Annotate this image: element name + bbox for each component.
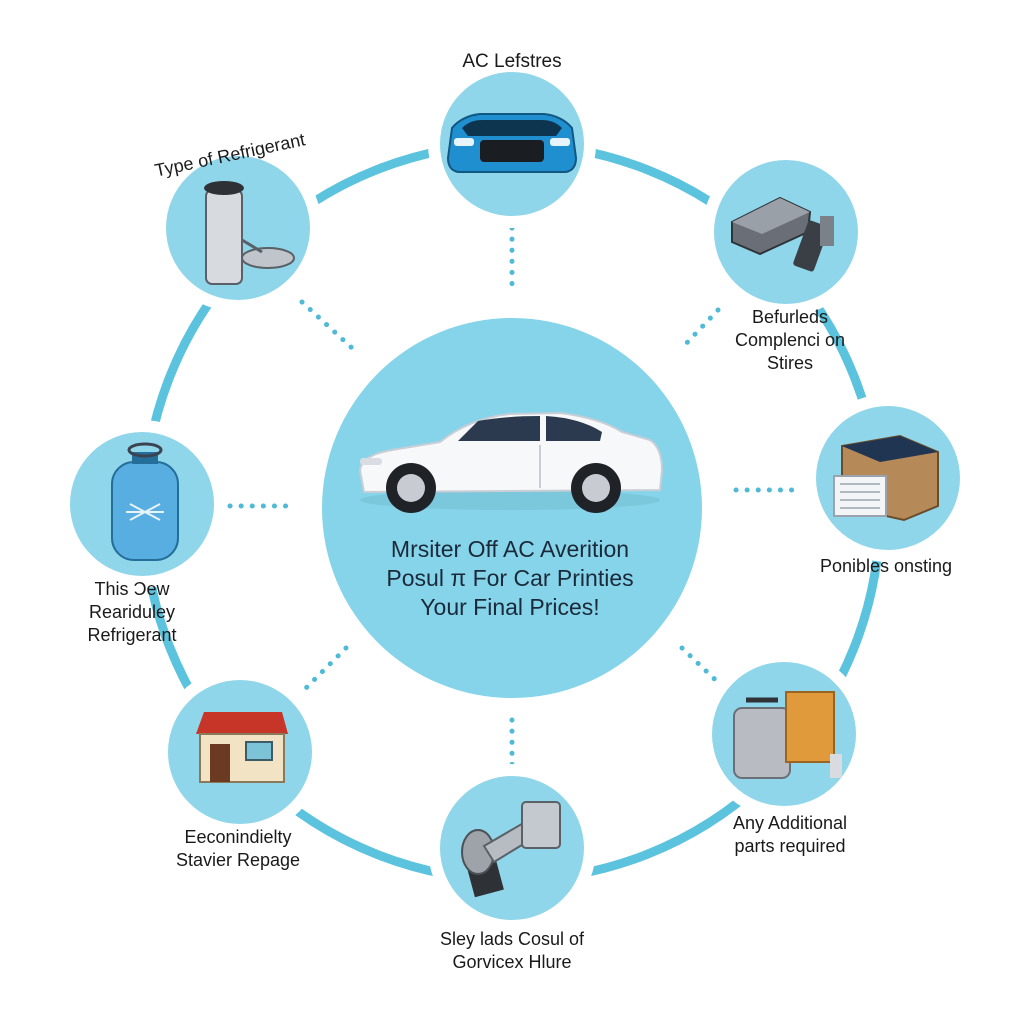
label-refrigerant-gas: This Ɔew Reariduleу Refrigerant (52, 578, 212, 647)
ac-compressor-icon (731, 196, 834, 272)
tank-and-box-icon (733, 691, 842, 779)
label-ac-lefstres: AC Lefstres (412, 50, 612, 73)
label-additional-parts-line-2: parts required (734, 836, 846, 856)
label-service-repage-line-1: Eeconindielty (184, 827, 292, 847)
parts-box-icon (833, 434, 939, 522)
label-refrigerant-gas-line-3: Refrigerant (87, 625, 177, 645)
connector-dots (227, 225, 799, 783)
label-ponibles: Ponibles onsting (786, 555, 986, 578)
center-line-3: Your Final Prices! (420, 594, 600, 620)
center-line-2: Posul π For Car Printies (386, 565, 634, 591)
label-befurleds-line-3: Stires (766, 353, 813, 373)
sedan-car-icon (358, 411, 664, 513)
label-ac-lefstres-line-1: AC Lefstres (462, 51, 562, 72)
refrigerant-gauge-icon (204, 181, 295, 285)
label-refrigerant-gas-line-1: This Ɔew (94, 579, 170, 599)
connector-bottom-right (679, 645, 729, 693)
gas-cylinder-icon (111, 442, 179, 561)
garage-building-icon (196, 712, 288, 783)
connector-top-left (299, 299, 355, 351)
center-line-1: Mrsiter Off AC Averition (390, 536, 630, 562)
blue-car-front-icon (446, 113, 578, 173)
label-service-repage: Eeconindielty Stavier Repage (138, 826, 338, 872)
label-service-hure-line-1: Sley lads Cosul of (439, 929, 585, 949)
label-befurleds: Befurleds Complenci on Stires (690, 306, 890, 375)
label-service-hure: Sley lads Cosul of Gorvicex Hlure (410, 928, 614, 974)
label-ponibles-line-1: Ponibles onsting (819, 556, 953, 576)
label-service-repage-line-2: Stavier Repage (175, 850, 301, 870)
pipe-fitting-icon (461, 801, 561, 898)
label-befurleds-line-1: Befurleds (751, 307, 829, 327)
label-service-hure-line-2: Gorvicex Hlure (452, 952, 572, 972)
label-befurleds-line-2: Complenci on (734, 330, 846, 350)
label-additional-parts: Any Additional parts required (690, 812, 890, 858)
connector-bottom-left (297, 645, 349, 697)
connector-top-right (677, 307, 721, 353)
center-caption: Mrsiter Off AC Averition Posul π For Car… (340, 535, 680, 622)
label-refrigerant-gas-line-2: Reariduleу (88, 602, 176, 622)
label-additional-parts-line-1: Any Additional (732, 813, 848, 833)
